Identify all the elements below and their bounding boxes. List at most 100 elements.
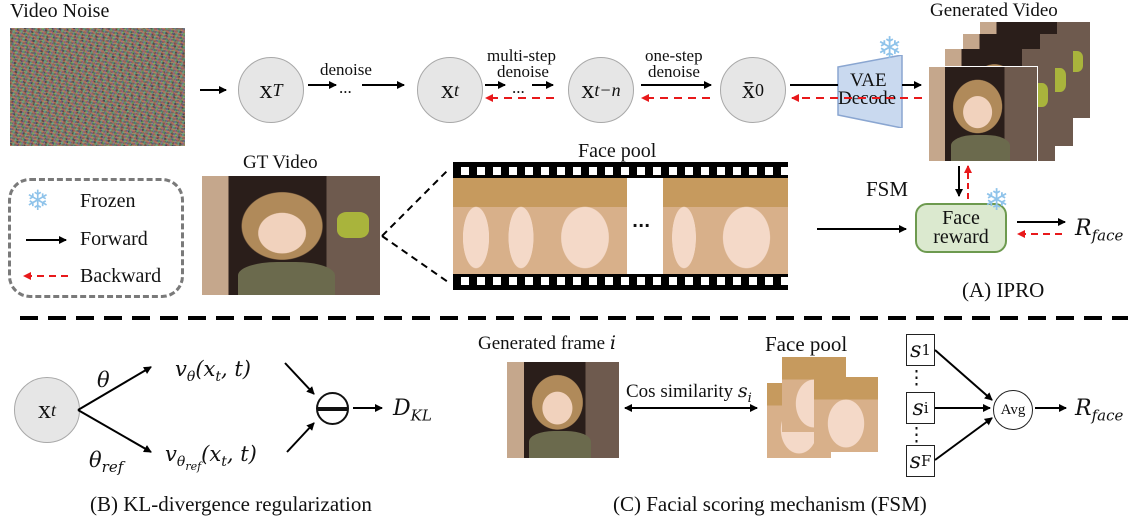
multi-step-ellipsis: ... xyxy=(512,78,525,97)
arrow-xt-to-vtheta xyxy=(77,366,152,411)
one-step-label-line1: one-step xyxy=(645,46,703,65)
d-kl-sub: KL xyxy=(410,406,432,425)
face-pool-face-4 xyxy=(663,178,705,274)
generated-video-frame-1 xyxy=(928,66,1038,162)
arrow-vthetaref-to-minus xyxy=(286,422,315,453)
v-theta-pre: v xyxy=(175,357,187,381)
legend-box xyxy=(8,178,184,298)
film-holes-bottom xyxy=(453,277,788,285)
v-theta-ref-pre: v xyxy=(165,442,177,466)
panel-b-node-sub: t xyxy=(50,399,56,420)
face-pool-face-2 xyxy=(499,178,543,274)
caption-panel-c: (C) Facial scoring mechanism (FSM) xyxy=(613,492,927,516)
node-x-t-sub: t xyxy=(453,79,459,100)
generated-frame-text: Generated frame xyxy=(478,333,610,354)
subtract-operator xyxy=(316,392,349,425)
reward-symbol-a-base: R xyxy=(1075,216,1092,241)
v-theta-args-post: , t) xyxy=(221,357,251,381)
vae-frozen-snowflake-icon: ❄ xyxy=(877,31,903,66)
zoom-line-top xyxy=(381,169,449,237)
gt-video-image xyxy=(202,176,380,295)
vae-decoder-shape xyxy=(837,55,903,128)
v-theta-sub: θ xyxy=(186,369,196,386)
reward-symbol-a-sub: face xyxy=(1091,226,1124,245)
vdots-2: ⋮ xyxy=(907,425,926,446)
vdots-1: ⋮ xyxy=(907,368,926,389)
face-pool-face-1 xyxy=(453,178,499,274)
arrow-s1-to-avg xyxy=(934,349,993,401)
video-noise-image xyxy=(10,28,185,146)
gt-video-label: GT Video xyxy=(243,152,318,173)
multi-step-label-line2: denoise xyxy=(497,62,549,81)
face-reward-line2: reward xyxy=(933,226,989,248)
film-holes-top xyxy=(453,167,788,175)
face-pool-ellipsis: ... xyxy=(632,212,651,231)
node-x0-bar-sub: 0 xyxy=(755,79,764,100)
multi-step-label-line1: multi-step xyxy=(487,46,556,65)
v-theta-ref-args-post: , t) xyxy=(226,442,257,466)
v-theta-label: vθ(xt, t) xyxy=(175,357,251,385)
caption-panel-a: (A) IPRO xyxy=(962,278,1045,302)
theta-ref-label: θref xyxy=(89,448,123,476)
reward-symbol-c: Rface xyxy=(1075,396,1123,424)
face-pool-label: Face pool xyxy=(578,140,657,162)
panel-c-face-pool-label: Face pool xyxy=(765,332,848,356)
vae-label-line1: VAE xyxy=(850,70,887,91)
score-si-base: s xyxy=(912,395,924,421)
generated-video-label: Generated Video xyxy=(930,0,1058,21)
node-x-T-sub: T xyxy=(272,79,283,100)
panel-b-node-base: x xyxy=(37,395,51,424)
score-sF-base: s xyxy=(909,448,921,474)
cos-similarity-label: Cos similarity si xyxy=(626,380,752,406)
generated-frame-index: i xyxy=(609,332,616,354)
arrow-vtheta-to-minus xyxy=(284,362,315,395)
v-theta-args-sub: t xyxy=(215,369,221,386)
theta-ref-base: θ xyxy=(89,448,102,472)
generated-frame-label: Generated frame i xyxy=(478,332,616,355)
v-theta-ref-sub: θref xyxy=(176,454,202,473)
theta-label: θ xyxy=(97,368,110,392)
panel-c-face-3 xyxy=(814,377,878,452)
caption-panel-b: (B) KL-divergence regularization xyxy=(90,492,372,516)
node-x-t-minus-n-sub: t−n xyxy=(594,79,621,100)
reward-symbol-c-base: R xyxy=(1075,396,1092,421)
face-reward-box: Face reward xyxy=(915,203,1007,253)
legend-frozen-label: Frozen xyxy=(80,190,136,212)
legend-forward-label: Forward xyxy=(80,228,148,250)
node-x0-bar: x̄0 xyxy=(720,57,786,123)
node-x-t-base: x xyxy=(440,75,454,104)
fsm-label: FSM xyxy=(866,177,909,201)
arrow-sF-to-avg xyxy=(934,417,993,461)
score-s1-sub: 1 xyxy=(921,341,931,359)
one-step-label-line2: denoise xyxy=(648,62,700,81)
generated-frame-image xyxy=(507,362,619,458)
v-theta-ref-args-sub: t xyxy=(221,454,227,471)
face-pool-face-3 xyxy=(543,178,627,274)
face-pool-filmstrip xyxy=(453,162,788,290)
denoise-label: denoise xyxy=(320,60,372,79)
v-theta-ref-sub-base: θ xyxy=(176,454,186,471)
face-reward-frozen-snowflake-icon: ❄ xyxy=(984,183,1010,218)
cos-similarity-text: Cos similarity xyxy=(626,381,738,402)
avg-node: Avg xyxy=(993,390,1033,430)
v-theta-ref-args: (x xyxy=(201,442,222,466)
v-theta-ref-label: vθref(xt, t) xyxy=(165,442,257,473)
face-pool-face-5 xyxy=(705,178,788,274)
vae-label-line2: Decode xyxy=(838,88,897,109)
node-x-T-base: x xyxy=(259,75,273,104)
node-x0-bar-base: x̄ xyxy=(742,75,755,104)
v-theta-ref-subsub: ref xyxy=(185,459,202,473)
score-sF-sub: F xyxy=(920,452,932,470)
cos-symbol-base: s xyxy=(737,380,748,402)
face-reward-line1: Face xyxy=(942,207,980,229)
d-kl-label: DKL xyxy=(393,396,432,424)
node-x-t-minus-n-base: x xyxy=(581,75,595,104)
reward-symbol-c-sub: face xyxy=(1091,406,1124,425)
v-theta-args: (x xyxy=(195,357,216,381)
